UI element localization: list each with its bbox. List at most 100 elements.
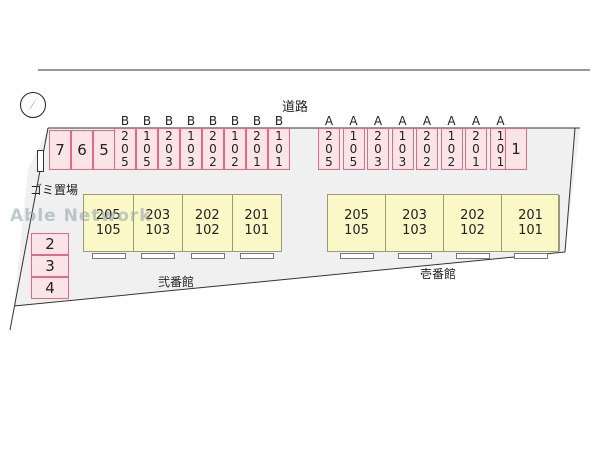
space-digit: 5 [325,154,333,169]
parking-space-2: 2 [31,233,69,255]
b_row-tag: B [186,114,196,128]
compass-icon [20,92,46,118]
space-digit: 1 [349,128,358,143]
a_row-tag: A [471,114,481,128]
space-digit: 0 [253,141,261,156]
space-digit: 0 [165,141,173,156]
space-digit: 2 [423,154,431,169]
space-digit: 1 [187,128,195,143]
space-digit: 2 [423,128,431,143]
unit-number: 201 [518,208,543,223]
unit-number: 101 [518,223,543,238]
unit-number: 102 [194,223,220,238]
space-digit: 2 [209,154,217,169]
road-label: 道路 [282,100,309,115]
entrance-step [514,253,548,259]
space-digit: 1 [231,128,239,143]
space-digit: 2 [231,154,239,169]
a_row-tag: A [496,114,505,128]
parking-space-4: 4 [31,277,69,299]
space-digit: 3 [374,154,382,169]
b_row-tag: B [252,114,262,128]
a_row-tag: A [398,114,407,128]
unit-number: 102 [460,223,485,238]
unit-number: 202 [460,208,485,223]
space-digit: 0 [325,141,333,156]
entrance-step [398,253,432,259]
space-digit: 1 [253,154,261,169]
unit-number: 103 [145,223,171,238]
space-digit: 0 [187,141,195,156]
space-digit: 0 [231,141,239,156]
space-digit: 3 [165,154,173,169]
space-digit: 2 [165,128,173,143]
space-digit: 2 [121,128,129,143]
parking-space-1: 1 [505,128,527,170]
building-b-name: 弐番館 [158,275,195,289]
space-digit: 2 [253,128,261,143]
parking-space-7: 7 [49,130,71,170]
space-digit: 2 [447,154,456,169]
space-digit: 0 [447,141,456,156]
entrance-step [240,253,275,259]
space-digit: 1 [275,128,283,143]
space-digit: 2 [374,128,382,143]
space-digit: 0 [496,141,505,156]
space-digit: 2 [209,128,217,143]
space-digit: 0 [423,141,431,156]
a_row-tag: A [349,114,358,128]
space-digit: 2 [472,128,480,143]
parking-space-3: 3 [31,255,69,277]
unit-number: 205 [95,208,121,223]
space-digit: 1 [143,128,151,143]
space-digit: 1 [496,154,505,169]
space-digit: 0 [275,141,283,156]
space-digit: 5 [143,154,151,169]
unit-number: 201 [244,208,270,223]
space-digit: 1 [398,128,407,143]
parking-space-6: 6 [71,130,93,170]
entrance-step [91,253,126,259]
unit-number: 105 [95,223,121,238]
space-digit: 2 [325,128,333,143]
a_row-tag: A [422,114,432,128]
b_row-tag: B [142,114,152,128]
space-digit: 5 [349,154,358,169]
unit-number: 202 [194,208,220,223]
space-digit: 0 [472,141,480,156]
space-digit: 0 [374,141,382,156]
a_row-tag: A [324,114,334,128]
b_row-tag: B [120,114,130,128]
parking-space-5: 5 [93,130,115,170]
space-digit: 0 [398,141,407,156]
space-digit: 0 [143,141,151,156]
garbage-area-marker [37,150,44,172]
b_row-tag: B [274,114,284,128]
unit-number: 105 [344,223,369,238]
a_row-tag: A [373,114,383,128]
space-digit: 3 [187,154,195,169]
unit-number: 205 [344,208,369,223]
